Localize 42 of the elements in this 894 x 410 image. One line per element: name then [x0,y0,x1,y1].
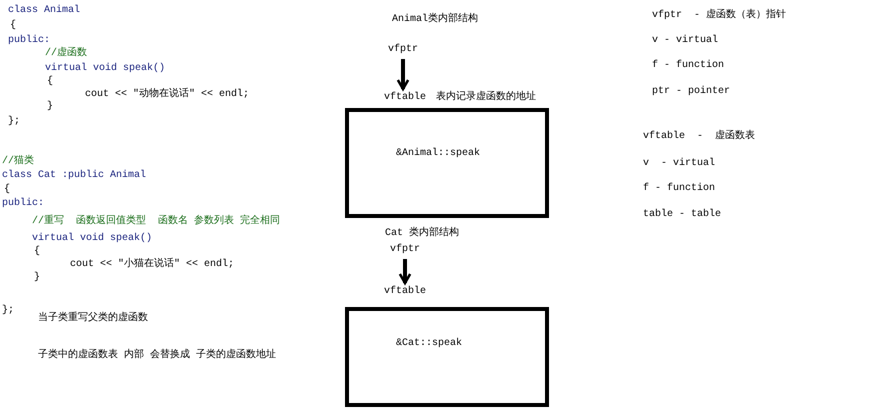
note-text: 子类中的虚函数表 内部 会替换成 子类的虚函数地址 [38,350,276,362]
term-definition: f - function [652,60,724,72]
code-line: { [4,184,10,196]
code-line: } [47,101,54,113]
code-line: }; [8,116,20,128]
pointer-label: vftable [384,92,426,104]
note-text: 当子类重写父类的虚函数 [38,313,148,325]
code-line: { [34,246,40,258]
section-heading: Animal类内部结构 [392,14,478,26]
term-definition: ptr - pointer [652,86,730,98]
vtable-box [345,108,549,218]
code-line: } [34,272,40,284]
arrow [396,59,410,90]
code-line: public: [8,35,50,47]
term-definition: vfptr - 虚函数（表）指针 [652,10,786,22]
table-entry: &Cat::speak [396,338,462,350]
code-line: class Cat :public Animal [2,170,146,182]
code-line: }; [2,305,14,317]
code-line: class Animal [8,5,80,17]
note-text: 表内记录虚函数的地址 [436,92,536,104]
code-line: //虚函数 [45,48,88,60]
code-line: //重写 函数返回值类型 函数名 参数列表 完全相同 [32,216,280,228]
term-definition: f - function [643,183,716,195]
code-line: { [47,76,54,88]
pointer-label: vfptr [388,44,418,56]
term-definition: table - table [643,209,722,221]
term-definition: v - virtual [643,158,716,170]
code-line: public: [2,198,44,210]
table-entry: &Animal::speak [396,148,480,160]
pointer-label: vftable [384,286,426,298]
code-line: //猫类 [2,156,34,168]
pointer-label: vfptr [390,244,420,256]
code-line: { [10,20,16,32]
term-definition: v - virtual [652,35,718,47]
arrow [398,259,412,284]
code-line: virtual void speak() [45,63,166,75]
code-line: cout << "小猫在说话" << endl; [70,259,234,271]
code-line: cout << "动物在说话" << endl; [85,89,250,101]
term-definition: vftable - 虚函数表 [643,131,756,143]
code-line: virtual void speak() [32,233,152,245]
section-heading: Cat 类内部结构 [385,228,460,240]
vtable-box [345,307,549,407]
